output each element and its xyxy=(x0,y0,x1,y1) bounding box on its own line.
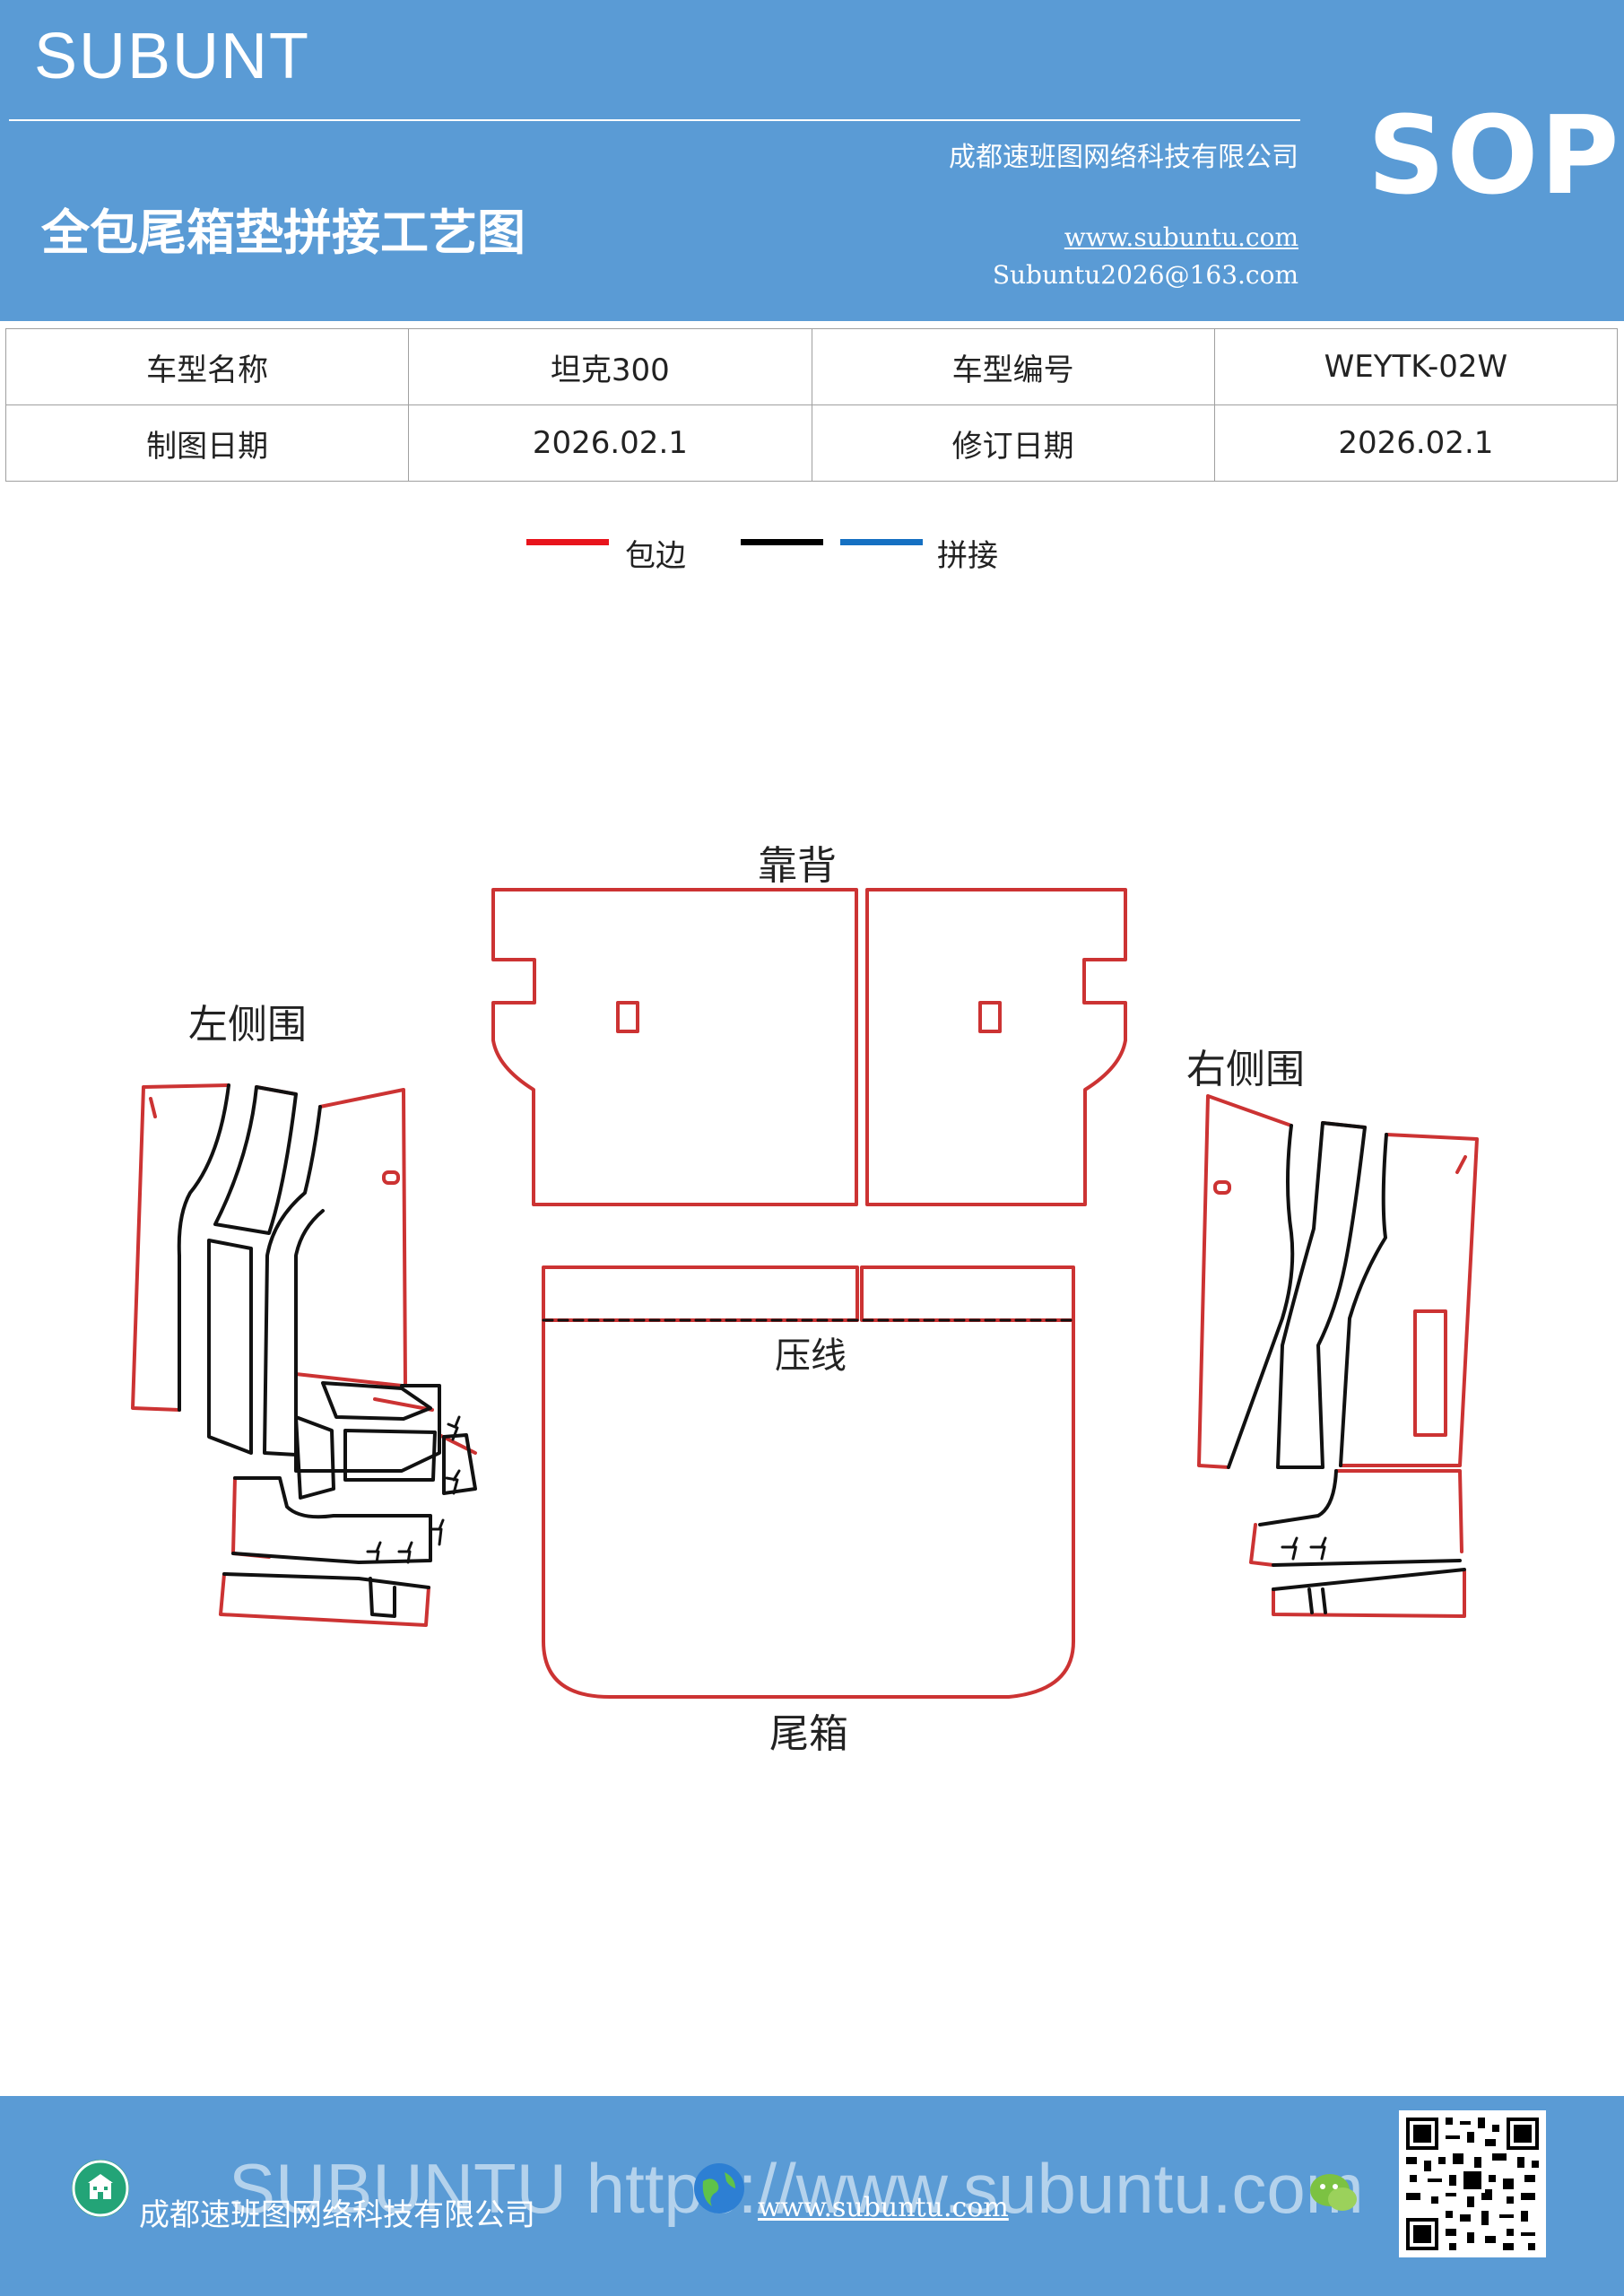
left-strip-3 xyxy=(207,1239,253,1455)
left-side-hole xyxy=(382,1170,400,1185)
right-strip-2 xyxy=(1339,1133,1388,1467)
backrest-left-hole xyxy=(616,1001,639,1033)
backrest-right-panel xyxy=(865,888,1127,1206)
left-lower-edge xyxy=(219,1476,430,1627)
wechat-icon xyxy=(1305,2163,1362,2221)
right-lower-edge-b xyxy=(1334,1469,1463,1553)
qr-code xyxy=(1399,2110,1546,2257)
trunk-floor-main xyxy=(542,1318,1075,1699)
left-side-seam-1 xyxy=(177,1083,230,1412)
legend-label-edge: 包边 xyxy=(625,538,686,574)
table-cell: 车型编号 xyxy=(811,328,1215,405)
legend-swatch-edge xyxy=(526,539,609,545)
label-backrest: 靠背 xyxy=(758,843,837,889)
right-side-seam-1 xyxy=(1227,1124,1295,1469)
right-strip-1 xyxy=(1276,1121,1367,1469)
left-strip-bottom xyxy=(222,1572,430,1618)
vehicle-info-table: 车型名称 坦克300 车型编号 WEYTK-02W 制图日期 2026.02.1… xyxy=(4,328,1619,482)
right-side-hole xyxy=(1213,1180,1231,1195)
left-cluster-4 xyxy=(343,1429,437,1482)
table-cell: 2026.02.1 xyxy=(408,404,812,482)
building-icon xyxy=(72,2160,129,2217)
left-cluster-3 xyxy=(294,1415,335,1500)
table-row: 车型名称 坦克300 车型编号 WEYTK-02W xyxy=(4,328,1619,405)
left-cluster-6 xyxy=(231,1476,432,1564)
table-cell: 坦克300 xyxy=(408,328,812,405)
left-side-mark xyxy=(149,1097,157,1118)
legend: 包边 拼接 xyxy=(0,531,1624,574)
label-left-side: 左侧围 xyxy=(188,1002,307,1048)
right-side-slot xyxy=(1413,1309,1447,1437)
globe-icon xyxy=(690,2160,748,2217)
footer-url[interactable]: www.subuntu.com xyxy=(758,2192,1009,2223)
right-lower-edge xyxy=(1249,1523,1466,1618)
left-strip-2 xyxy=(263,1105,325,1457)
email-address[interactable]: Subuntu2026@163.com xyxy=(992,260,1298,290)
backrest-right-hole xyxy=(978,1001,1002,1033)
right-side-outer-edge xyxy=(1197,1094,1479,1469)
left-side-outer-edge xyxy=(131,1083,407,1412)
left-cluster-1 xyxy=(294,1372,441,1473)
left-cluster-5 xyxy=(442,1433,477,1495)
trunk-floor-panel-right xyxy=(860,1265,1075,1322)
brand-name: SUBUNT xyxy=(34,21,311,92)
left-cluster-2 xyxy=(321,1381,432,1421)
company-name: 成都速班图网络科技有限公司 xyxy=(949,142,1298,173)
legend-label-seam: 拼接 xyxy=(937,538,998,574)
right-side-mark xyxy=(1455,1155,1467,1174)
website-link[interactable]: www.subuntu.com xyxy=(1064,222,1298,252)
header-banner: SUBUNT 成都速班图网络科技有限公司 全包尾箱垫拼接工艺图 www.subu… xyxy=(0,0,1624,321)
document-title: 全包尾箱垫拼接工艺图 xyxy=(41,204,525,261)
label-right-side: 右侧围 xyxy=(1186,1047,1305,1092)
right-lower-1 xyxy=(1258,1469,1462,1567)
header-divider xyxy=(9,119,1300,121)
left-strip-1 xyxy=(213,1085,298,1235)
trunk-floor-panel xyxy=(542,1265,859,1322)
table-cell: 修订日期 xyxy=(811,404,1215,482)
footer-company: 成都速班图网络科技有限公司 xyxy=(139,2197,535,2233)
table-cell: 2026.02.1 xyxy=(1213,404,1619,482)
label-trunk: 尾箱 xyxy=(769,1711,848,1757)
left-lower-red-mark xyxy=(373,1397,434,1412)
sop-badge: SOP xyxy=(1368,94,1621,219)
right-lower-2 xyxy=(1272,1568,1466,1614)
table-row: 制图日期 2026.02.1 修订日期 2026.02.1 xyxy=(4,404,1619,482)
label-press-line: 压线 xyxy=(775,1335,847,1377)
legend-swatch-black xyxy=(741,539,823,545)
table-cell: 制图日期 xyxy=(4,404,410,482)
table-cell: 车型名称 xyxy=(4,328,410,405)
backrest-left-panel xyxy=(491,888,858,1206)
legend-swatch-seam xyxy=(840,539,923,545)
left-seam-ticks xyxy=(366,1415,461,1564)
table-cell: WEYTK-02W xyxy=(1213,328,1619,405)
right-seam-ticks xyxy=(1281,1536,1327,1561)
footer-watermark: SUBUNTU https://www.subuntu.com xyxy=(229,2149,1364,2228)
